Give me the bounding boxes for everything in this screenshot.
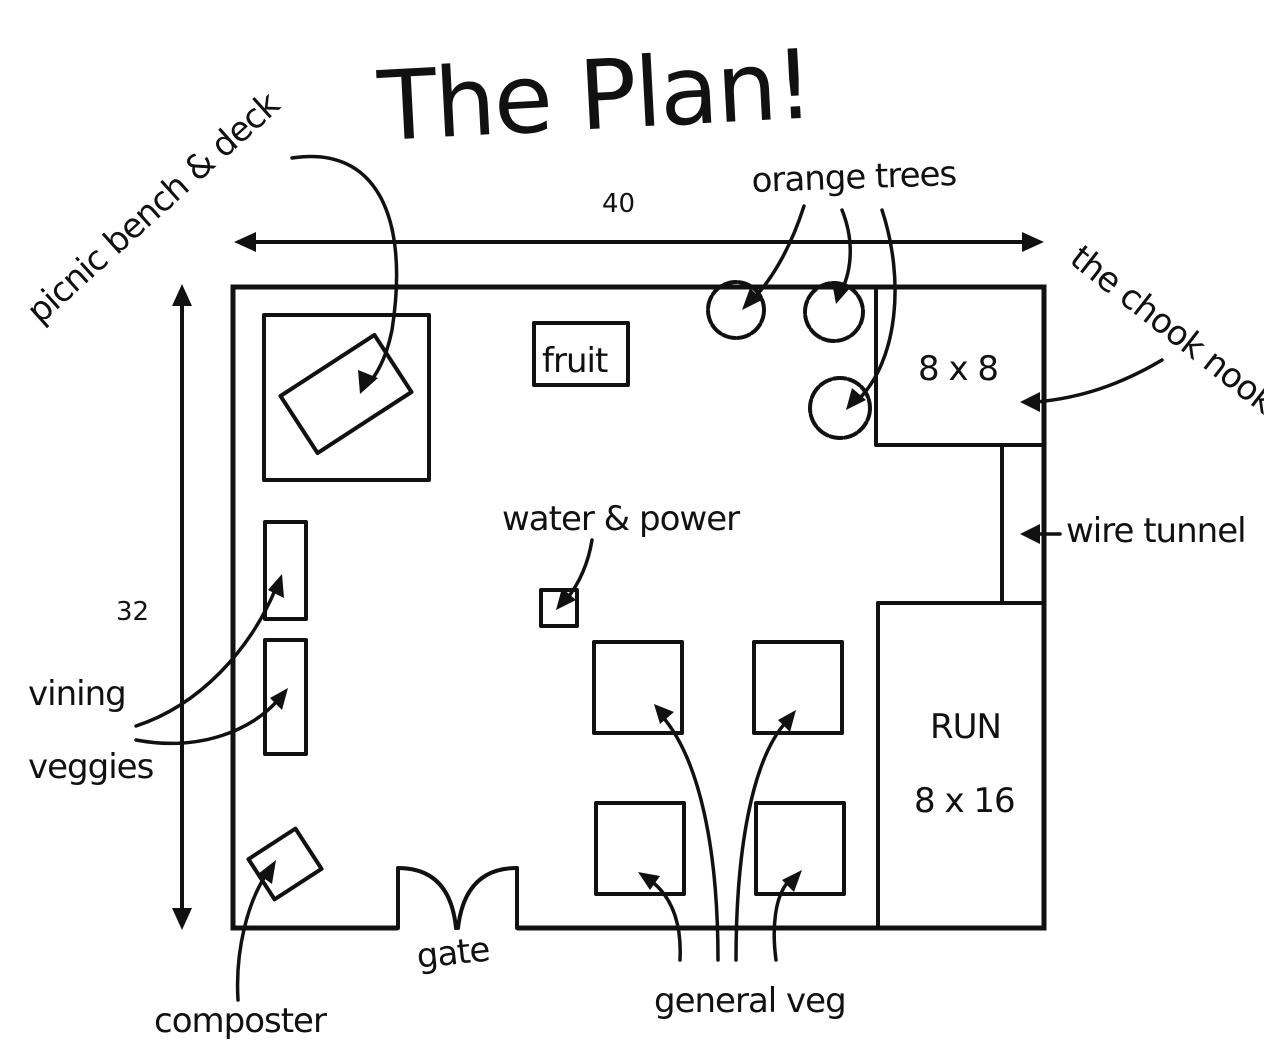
wire-tunnel-arrow [1020,524,1062,544]
chook-nook-arrow [1020,358,1164,412]
orange-tree-3 [808,376,872,440]
picnic-label: picnic bench & deck [19,84,288,332]
height-dimension-arrow [172,284,192,930]
fruit-bed [532,321,630,387]
deck-area [262,313,431,482]
chicken-run [876,601,1046,930]
veg-bed-3 [594,801,686,896]
width-label: 40 [602,189,635,219]
height-label: 32 [116,597,149,627]
orange-tree-1 [706,280,766,340]
veg-bed-4 [754,801,846,896]
vining-arrows [134,574,288,745]
general-veg-label: general veg [654,981,846,1021]
picnic-bench [278,332,414,456]
orange-trees-label: orange trees [751,154,957,201]
vining-bed-2 [263,638,308,756]
vining-label-line1: vining [28,674,126,714]
composter-label: composter [154,1001,327,1041]
run-label: RUN [930,707,1001,747]
gate-label: gate [415,930,492,977]
chook-nook [874,285,1046,447]
width-dimension-arrow [234,232,1044,252]
fruit-label: fruit [542,341,608,381]
run-size: 8 x 16 [914,781,1015,821]
picnic-arrow [290,154,399,394]
water-power-arrow [556,538,594,610]
water-power-label: water & power [502,499,740,539]
gate-symbol [396,866,519,930]
diagram-title: The Plan! [374,28,814,163]
water-power-box [539,588,579,628]
composter-arrow [235,860,276,1002]
general-veg-arrows [638,704,802,962]
vining-bed-1 [263,520,308,621]
veg-bed-1 [592,640,684,735]
chook-nook-label: the chook nook [1062,238,1264,423]
wire-tunnel [1000,443,1046,605]
veg-bed-2 [752,640,844,735]
orange-tree-arrows [742,204,897,410]
wire-tunnel-label: wire tunnel [1066,511,1246,551]
vining-label-line2: veggies [28,747,154,787]
chook-nook-size: 8 x 8 [918,349,998,389]
